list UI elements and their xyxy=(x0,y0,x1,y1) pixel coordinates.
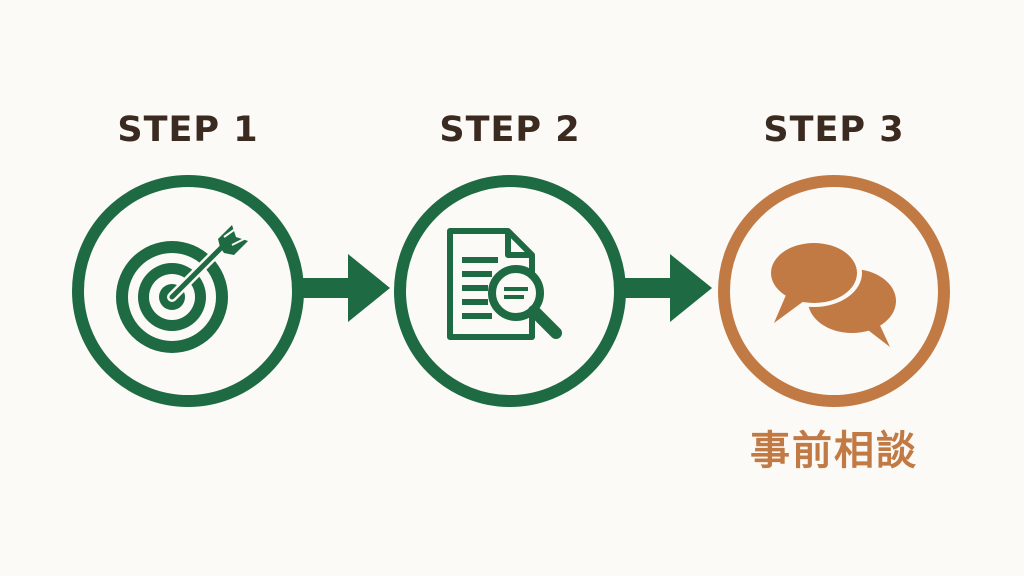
step-2-circle xyxy=(394,175,626,407)
speech-bubbles-icon xyxy=(766,239,896,347)
step-3-caption: 事前相談 xyxy=(750,428,918,474)
step-3-circle xyxy=(718,175,950,407)
step-1-label: STEP 1 xyxy=(117,110,259,150)
step-1-circle xyxy=(72,175,304,407)
arrow-right-icon xyxy=(300,254,390,322)
step-3-label: STEP 3 xyxy=(763,110,905,150)
target-arrow-icon xyxy=(116,225,248,353)
arrow-right-icon xyxy=(622,254,712,322)
step-2-label: STEP 2 xyxy=(439,110,581,150)
document-magnifier-icon xyxy=(447,228,562,340)
